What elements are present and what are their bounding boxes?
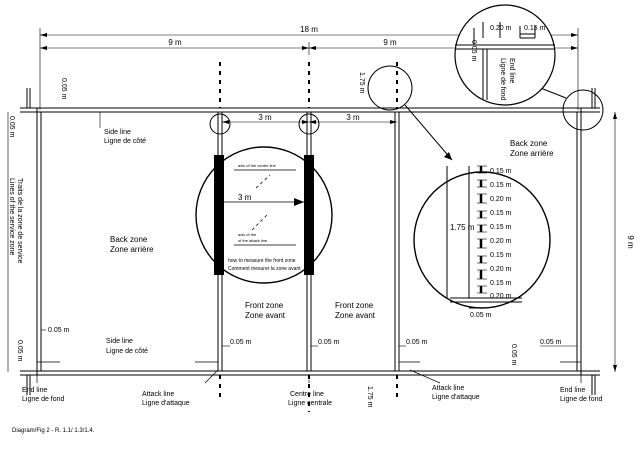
side-line-top-label: Side line — [104, 129, 131, 136]
service-segment-5: 0.15 m — [490, 224, 512, 231]
left-end-line-label: End line — [22, 387, 47, 394]
zoom-175-dimension: 1.75 m — [450, 223, 475, 232]
bottom-leaders — [36, 361, 582, 384]
zoom-axis-centre-line: axis of the centre line — [238, 163, 277, 168]
right-attack-dimension: 3 m — [346, 113, 360, 122]
zoom-005-dimension: 0.05 m — [470, 40, 477, 62]
leader-arrow — [444, 152, 452, 160]
left-attack-dimension: 3 m — [258, 113, 272, 122]
left-back-zone-label: Back zone — [110, 235, 148, 244]
court-width-dimension: 9 m — [626, 235, 635, 249]
left-front-zone-label-fr: Zone avant — [245, 311, 286, 320]
zoom-end-line-label: End line — [508, 58, 515, 83]
centre-line-label: Centre line — [290, 391, 324, 398]
right-front-zone-label: Front zone — [335, 301, 374, 310]
right-back-zone-label: Back zone — [510, 139, 548, 148]
dashed-extensions — [219, 62, 398, 412]
margin-005-top-left: 0.05 m — [60, 78, 67, 100]
zoom-axis-attack-line-2: of the attack line — [238, 238, 268, 243]
zoom-axis-attack-line: axis of the — [238, 232, 257, 237]
service-zone-label-fr: Traits de la zone de service — [16, 178, 23, 263]
zoom-front-zone: 3 m axis of the centre line axis of the … — [195, 146, 333, 284]
centre-line-label-fr: Ligne centrale — [288, 400, 332, 407]
zoom-end-line-label-fr: Ligne de fond — [499, 58, 506, 101]
right-end-line-label-fr: Ligne de fond — [560, 396, 603, 403]
zoom-measure-fr: Comment mesurer la zone avant — [228, 266, 301, 272]
right-half-dimension: 9 m — [383, 38, 397, 47]
service-segment-6: 0.20 m — [490, 238, 512, 245]
left-attack-line-label-fr: Ligne d'attaque — [142, 400, 190, 407]
zoom-015-dimension: 0.15 m — [524, 25, 546, 32]
service-segment-ticks — [477, 165, 487, 294]
service-segment-7: 0.15 m — [490, 252, 512, 259]
service-zone-label: Lines of the service zone — [8, 178, 15, 256]
service-segment-9: 0.15 m — [490, 280, 512, 287]
service-segment-1: 0.15 m — [490, 168, 512, 175]
zoom-end-line: 0.20 m 0.15 m 0.05 m End line Ligne de f… — [454, 4, 556, 106]
right-back-zone-label-fr: Zone arrière — [510, 149, 554, 158]
service-zone-marks — [26, 88, 596, 395]
zoom-005-bottom: 0.05 m — [470, 312, 492, 319]
margin-005-attack-right: 0.05 m — [406, 339, 428, 346]
left-end-line-label-fr: Ligne de fond — [22, 396, 65, 403]
service-segment-4: 0.15 m — [490, 210, 512, 217]
zoom-3m-dimension: 3 m — [238, 193, 252, 202]
margin-markers — [41, 329, 577, 347]
total-length-dimension: 18 m — [300, 25, 318, 34]
figure-caption: Diagram/Fig 2 - R. 1.1/ 1.3/1.4. — [12, 428, 95, 434]
right-attack-line-label: Attack line — [432, 385, 464, 392]
right-attack-line-label-fr: Ligne d'attaque — [432, 394, 480, 401]
side-line-bottom-label: Side line — [106, 338, 133, 345]
right-end-line-label: End line — [560, 387, 585, 394]
margin-005-bottom-right: 0.05 m — [510, 344, 517, 366]
post-175-top: 1.75 m — [358, 72, 365, 94]
margin-005-attack-left: 0.05 m — [230, 339, 252, 346]
service-segment-2: 0.15 m — [490, 182, 512, 189]
margin-005-bottom-left: 0.05 m — [16, 340, 23, 362]
left-front-zone-label: Front zone — [245, 301, 284, 310]
detail-circles — [209, 65, 604, 161]
left-back-zone-label-fr: Zone arrière — [110, 245, 154, 254]
side-line-top-label-fr: Ligne de côté — [104, 138, 146, 145]
service-segment-3: 0.20 m — [490, 196, 512, 203]
service-segment-10: 0.20 m — [490, 293, 512, 300]
service-segment-8: 0.20 m — [490, 266, 512, 273]
left-attack-line-label: Attack line — [142, 391, 174, 398]
post-175-bottom: 1.75 m — [366, 386, 373, 408]
right-front-zone-label-fr: Zone avant — [335, 311, 376, 320]
left-half-dimension: 9 m — [168, 38, 182, 47]
side-line-bottom-label-fr: Ligne de côté — [106, 348, 148, 355]
margin-005-centre: 0.05 m — [318, 339, 340, 346]
margin-005-left: 0.05 m — [48, 327, 70, 334]
margin-005-right: 0.05 m — [540, 339, 562, 346]
zoom-020-dimension: 0.20 m — [490, 25, 512, 32]
margin-005-top-edge: 0.05 m — [8, 116, 15, 138]
zoom-measure-en: how to measure the front zone — [228, 258, 296, 264]
zoom-service-zone: 1.75 m 0.05 m 0.15 m 0.15 m 0.20 m 0.15 … — [413, 165, 551, 319]
dimension-arrows — [40, 33, 617, 372]
